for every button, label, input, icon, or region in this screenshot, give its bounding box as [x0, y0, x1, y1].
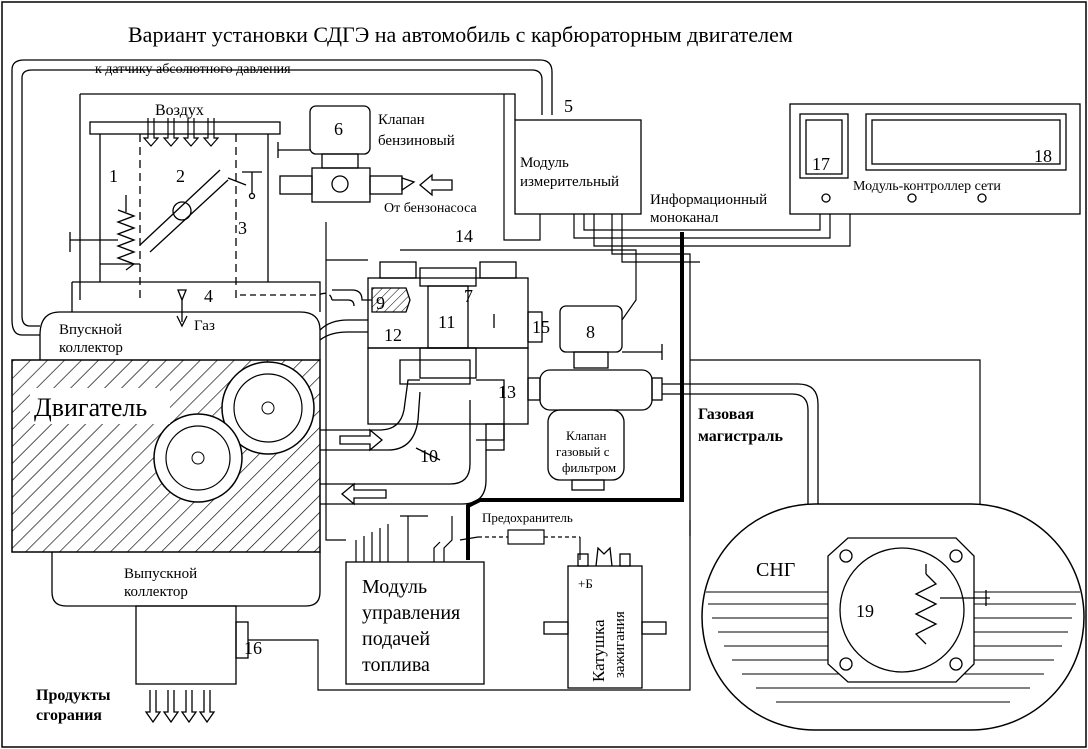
coolant-hoses: [320, 379, 487, 506]
num-6: 6: [334, 119, 343, 139]
num-2: 2: [176, 166, 185, 186]
num-7: 7: [464, 286, 473, 306]
air-label: Воздух: [155, 102, 204, 119]
num-18: 18: [1034, 146, 1052, 166]
coil-label-1: Катушка: [589, 619, 608, 682]
num-11: 11: [438, 312, 455, 332]
intake-label-1: Впускной: [59, 322, 122, 338]
num-5: 5: [564, 96, 573, 116]
ignition-coil: [543, 546, 667, 689]
info-channel-label-2: моноканал: [650, 210, 719, 226]
gas-main-line: [662, 383, 819, 718]
diagram-title: Вариант установки СДГЭ на автомобиль с к…: [128, 22, 793, 47]
num-9: 9: [376, 293, 385, 313]
products-label-1: Продукты: [36, 687, 111, 704]
wire-bundles: [503, 94, 851, 536]
intake-label-2: коллектор: [59, 340, 123, 356]
coil-label-2: зажигания: [612, 611, 628, 678]
gas-valve-label-2: газовый с: [556, 444, 610, 459]
num-1: 1: [109, 166, 118, 186]
num-16: 16: [244, 638, 262, 658]
from-pump-label: От бензонасоса: [384, 201, 477, 216]
num-8: 8: [586, 322, 595, 342]
exhaust-pipe: [135, 605, 249, 724]
network-controller: [789, 103, 1081, 215]
ecu-label-1: Модуль: [362, 576, 427, 598]
gas-reducer: [367, 261, 543, 451]
engine-label-bg: [30, 388, 170, 424]
gas-line-label-2: магистраль: [698, 428, 783, 445]
num-13: 13: [498, 382, 516, 402]
info-channel-line: [466, 232, 684, 560]
num-15: 15: [532, 317, 550, 337]
meas-module-label-2: измерительный: [520, 174, 619, 190]
gas-valve-label-1: Клапан: [566, 428, 606, 443]
gas-inlet-label: Газ: [194, 318, 215, 334]
num-14: 14: [455, 226, 473, 246]
meas-module-label-1: Модуль: [520, 155, 569, 171]
info-channel-label-1: Информационный: [650, 192, 767, 208]
num-4: 4: [204, 286, 213, 306]
controller-label: Модуль-контроллер сети: [853, 179, 1001, 194]
intake-manifold: [39, 281, 333, 360]
carburetor: [69, 93, 516, 300]
exhaust-label-2: коллектор: [124, 584, 188, 600]
plus-b-label: +Б: [578, 576, 593, 591]
gas-valve-label-3: фильтром: [562, 460, 616, 475]
ecu-label-2: управления: [362, 602, 460, 624]
pressure-sensor-hose: [11, 59, 553, 336]
products-label-2: сгорания: [36, 707, 102, 724]
tank-label: СНГ: [756, 559, 795, 581]
pressure-sensor-label: к датчику абсолютного давления: [95, 62, 291, 77]
num-17: 17: [812, 154, 830, 174]
fuse-label: Предохранитель: [482, 510, 573, 525]
gas-valve-8: [527, 305, 663, 491]
fuel-control-module: [345, 561, 485, 685]
ecu-label-4: топлива: [362, 654, 430, 676]
ecu-label-3: подачей: [362, 628, 430, 650]
reducer-gas-pipe: [319, 289, 372, 341]
measurement-module: [514, 119, 642, 215]
petrol-valve-6: [277, 105, 453, 203]
level-sensor-19: [827, 537, 990, 683]
fuse: [459, 529, 581, 560]
petrol-valve-label-1: Клапан: [378, 112, 425, 128]
num-10: 10: [420, 446, 438, 466]
exhaust-label-1: Выпускной: [124, 566, 197, 582]
engine-label: Двигатель: [34, 393, 147, 422]
petrol-valve-label-2: бензиновый: [378, 133, 455, 149]
gas-line-label-1: Газовая: [698, 406, 754, 423]
num-19: 19: [856, 601, 874, 621]
num-12: 12: [384, 325, 402, 345]
engine-gears: [153, 361, 315, 503]
num-3: 3: [238, 218, 247, 238]
air-arrows: [142, 118, 220, 147]
